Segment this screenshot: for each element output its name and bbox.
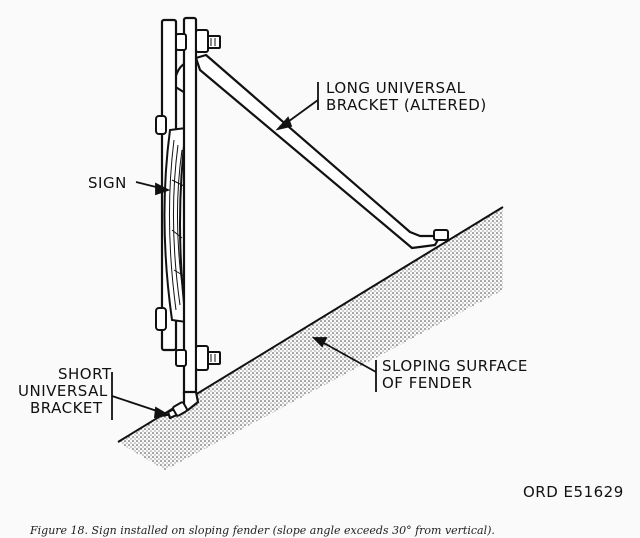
long-bracket-leader	[275, 82, 319, 131]
figure-caption: Figure 18. Sign installed on sloping fen…	[30, 524, 495, 537]
surface-label-line2: OF FENDER	[382, 374, 473, 392]
surface-leader	[311, 337, 377, 392]
surface-label-line1: SLOPING SURFACE	[382, 357, 528, 375]
short-bracket-label-line2: UNIVERSAL	[18, 382, 108, 400]
short-bracket-bolt	[172, 401, 188, 417]
short-bracket-label-line1: SHORT	[58, 365, 112, 383]
short-bracket-label-line3: BRACKET	[30, 399, 103, 417]
ord-number: ORD E51629	[523, 483, 624, 501]
vertical-post	[182, 16, 198, 398]
top-bolt-assembly	[175, 29, 221, 53]
lower-bolt-assembly	[175, 345, 221, 371]
lower-sign-clamp	[155, 307, 167, 331]
sign-face	[163, 126, 188, 324]
upper-sign-clamp	[155, 115, 167, 135]
sign-leader	[135, 181, 171, 196]
long-bracket-label-line2: BRACKET (ALTERED)	[326, 96, 487, 114]
long-bracket-label-line1: LONG UNIVERSAL	[326, 79, 466, 97]
sign-label: SIGN	[88, 174, 127, 192]
fender-surface	[118, 207, 503, 470]
bracket-foot-bolt	[433, 229, 449, 241]
short-bracket-leader	[111, 372, 171, 420]
